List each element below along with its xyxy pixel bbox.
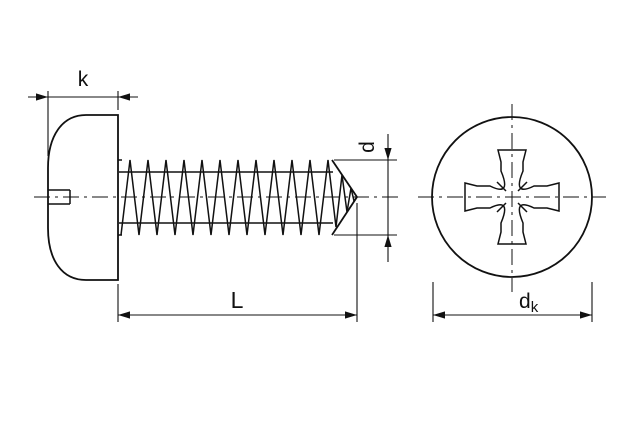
recess-edge-bottom-right xyxy=(517,202,528,213)
dk-label: dk xyxy=(519,290,539,316)
recess-edge-top-right xyxy=(517,181,528,192)
dimension-L: L xyxy=(117,203,358,322)
drawing-root: k d L xyxy=(28,68,606,322)
head-circle xyxy=(431,116,593,278)
recess-edge-bottom-left xyxy=(496,202,507,213)
tip-cone-top xyxy=(331,159,358,198)
side-view xyxy=(47,114,358,281)
d-label: d xyxy=(356,141,379,153)
dimension-dk: dk xyxy=(432,282,593,322)
k-label: k xyxy=(78,68,89,91)
L-label: L xyxy=(231,287,244,313)
dimension-k: k xyxy=(28,68,138,156)
centerlines xyxy=(34,104,606,292)
recess-side-view xyxy=(48,189,71,205)
screw-head-outline xyxy=(47,114,119,281)
tip-cone-bottom xyxy=(331,196,358,236)
thread-profile xyxy=(118,159,358,236)
front-view xyxy=(431,116,593,278)
recess-edge-top-left xyxy=(496,181,507,192)
phillips-recess-corner-edges xyxy=(496,181,528,213)
thread-zigzag xyxy=(120,159,358,236)
dimension-d: d xyxy=(334,134,397,262)
